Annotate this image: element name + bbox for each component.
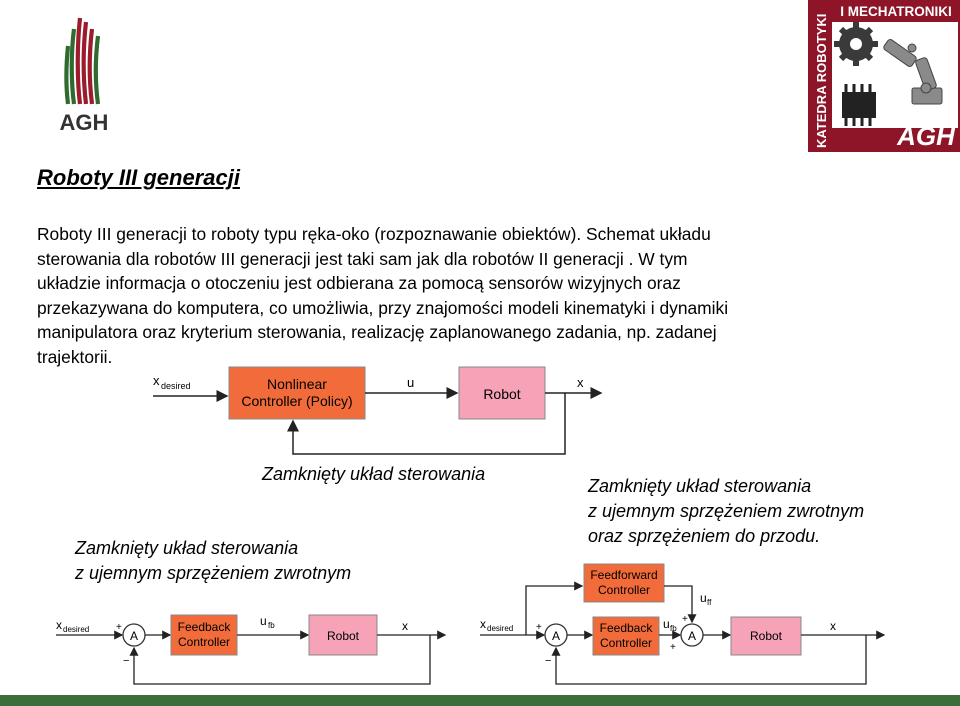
feedback-controller-block [592, 616, 660, 656]
controller-label-1: Feedback [600, 621, 654, 635]
body-paragraph: Roboty III generacji to roboty typu ręka… [37, 222, 917, 369]
robot-label: Robot [483, 386, 520, 402]
slide-title: Roboty III generacji [37, 165, 240, 190]
input-sub: desired [487, 624, 513, 633]
ff-label-1: Feedforward [590, 568, 657, 582]
signal-ufb-sub: fb [670, 624, 677, 633]
caption-line: oraz sprzężeniem do przodu. [588, 526, 821, 546]
katedra-logo-agh: AGH [896, 121, 956, 151]
agh-logo-graphic: AGH [60, 17, 109, 135]
body-line: sterowania dla robotów III generacji jes… [37, 248, 688, 269]
katedra-logo-line1: KATEDRA ROBOTYKI [814, 14, 829, 148]
caption-line: Zamknięty układ sterowania [588, 476, 812, 496]
signal-uff: u [700, 591, 707, 605]
robot-arm-icon [883, 39, 943, 105]
body-line: trajektorii. [37, 346, 113, 367]
caption-feedforward: Zamknięty układ sterowania z ujemnym spr… [588, 474, 864, 549]
controller-label-1: Feedback [178, 620, 232, 634]
controller-label-2: Controller [600, 636, 652, 650]
caption-line: z ujemnym sprzężeniem zwrotnym [588, 501, 865, 521]
diagram-feedback: x desired + A Feedback Controller u fb R… [50, 600, 450, 692]
diagram-feedforward: x desired Feedforward Controller u ff + … [474, 560, 954, 690]
robot-block [458, 366, 546, 420]
gear-icon [834, 22, 878, 66]
diagram-closed-loop: x desired Nonlinear Controller (Policy) … [145, 360, 605, 460]
plus-sign: + [536, 622, 542, 633]
input-sub: desired [63, 625, 89, 634]
caption-closed-loop: Zamknięty układ sterowania [262, 464, 486, 484]
summing-node-label: A [130, 629, 138, 643]
signal-u: u [260, 614, 267, 628]
robot-label: Robot [327, 629, 360, 643]
robot-block [308, 614, 378, 656]
controller-label-2: Controller (Policy) [241, 393, 352, 409]
output-label: x [830, 619, 836, 633]
agh-logo-text: AGH [60, 110, 109, 134]
input-label: x [153, 373, 160, 388]
output-label: x [402, 619, 408, 633]
body-line: układzie informacja o otoczeniu jest odb… [37, 273, 681, 293]
input-sub: desired [161, 381, 191, 391]
katedra-logo-graphic: I MECHATRONIKI KATEDRA ROBOTYKI [808, 0, 960, 152]
controller-label-2: Controller [178, 635, 230, 649]
summing-node-label: A [552, 629, 560, 643]
signal-u: u [407, 375, 414, 390]
katedra-logo-line2: I MECHATRONIKI [840, 4, 952, 19]
caption-negative-feedback: Zamknięty układ sterowania z ujemnym spr… [75, 536, 351, 586]
footer-bar [0, 695, 960, 706]
feedforward-controller-block [583, 563, 665, 603]
controller-label-1: Nonlinear [267, 376, 327, 392]
robot-block [730, 616, 802, 656]
chip-icon [842, 84, 876, 126]
input-label: x [56, 618, 62, 632]
plus-sign: + [116, 622, 122, 633]
minus-sign: − [545, 655, 551, 667]
plus-sign-3: + [682, 614, 688, 625]
body-line: Roboty III generacji to roboty typu ręka… [37, 224, 711, 244]
minus-sign: − [123, 655, 129, 667]
plus-sign-2: + [670, 642, 676, 653]
output-label: x [577, 375, 584, 390]
robot-label: Robot [750, 629, 783, 643]
katedra-logo: I MECHATRONIKI KATEDRA ROBOTYKI [808, 0, 960, 152]
body-line: przekazywana do komputera, co umożliwia,… [37, 297, 729, 318]
agh-logo: AGH [38, 12, 130, 135]
input-label: x [480, 617, 486, 631]
feedback-controller-block [170, 614, 238, 656]
body-line: manipulatora oraz kryterium sterowania, … [37, 322, 717, 342]
summing-node-2-label: A [688, 629, 696, 643]
signal-sub: fb [268, 621, 275, 630]
signal-ufb: u [663, 617, 670, 631]
caption-line: z ujemnym sprzężeniem zwrotnym [75, 563, 352, 583]
signal-uff-sub: ff [707, 598, 712, 607]
ff-label-2: Controller [598, 583, 650, 597]
caption-line: Zamknięty układ sterowania [75, 538, 299, 558]
